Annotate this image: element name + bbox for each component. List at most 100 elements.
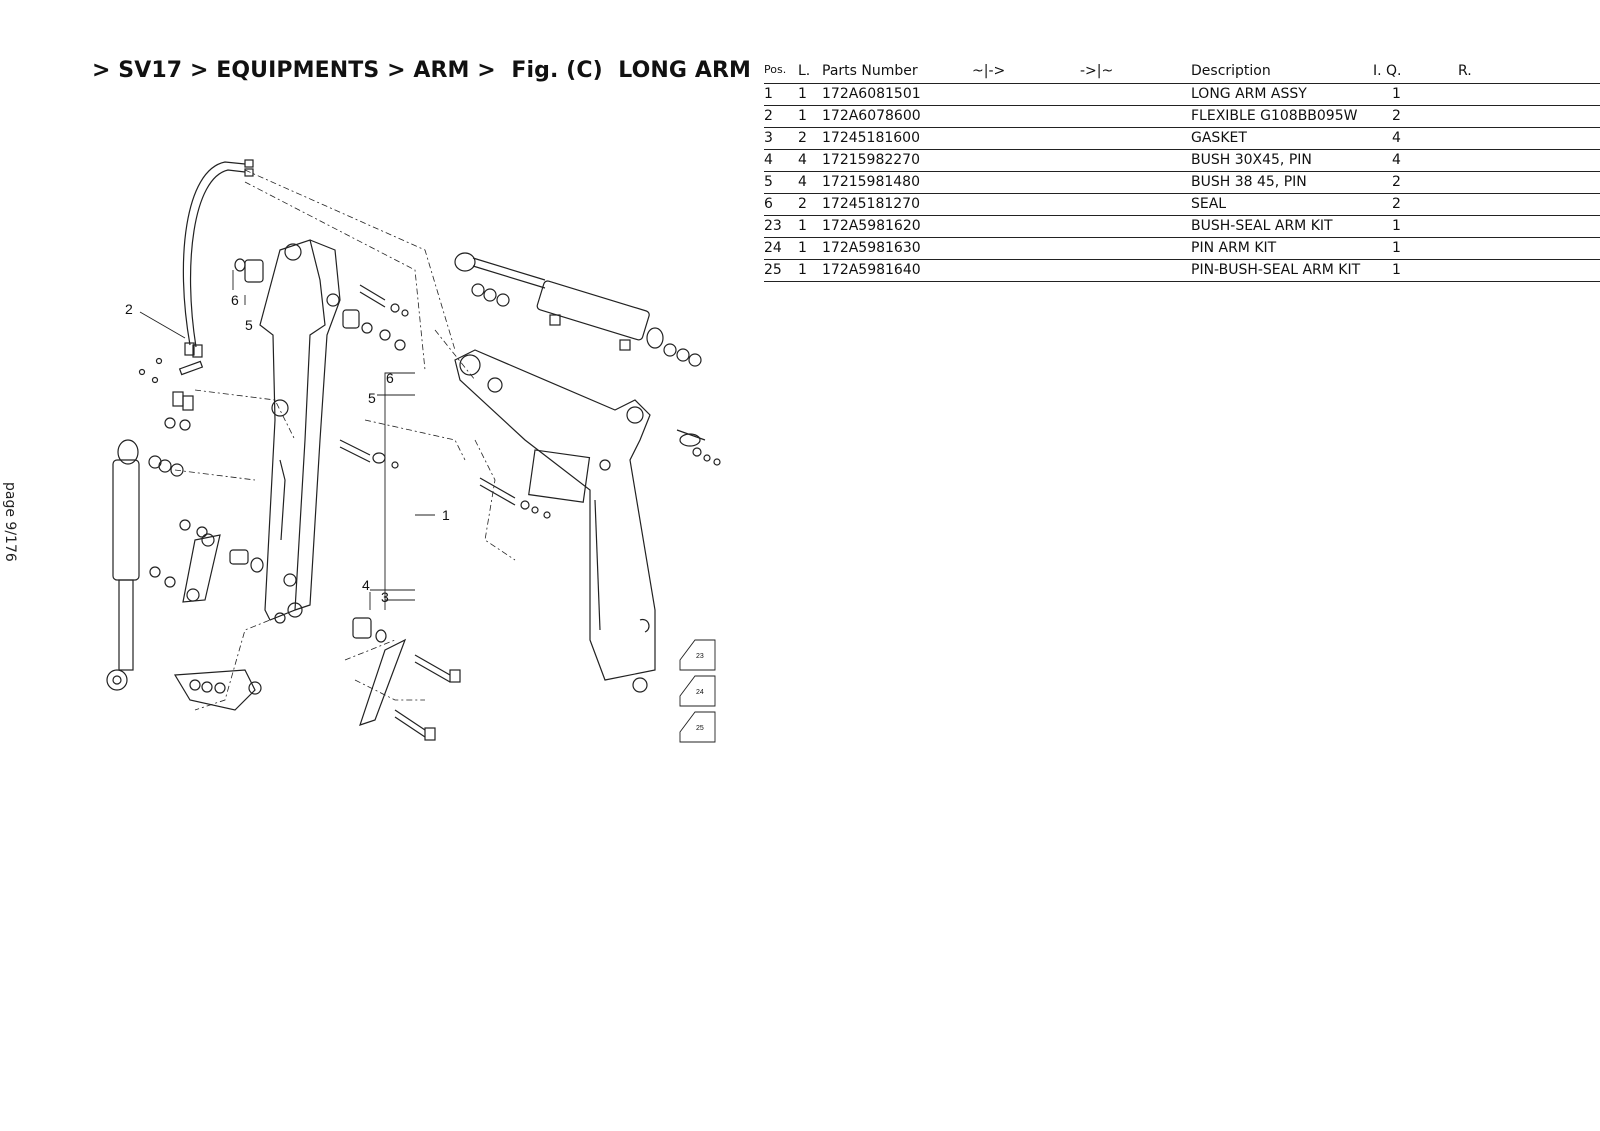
bucket-cylinder [106,439,184,691]
cell-r [1458,259,1600,282]
cell-description: BUSH-SEAL ARM KIT [1191,215,1373,238]
cell-parts-number: 17245181270 [822,193,972,216]
cell-parts-number: 172A5981640 [822,259,972,282]
cell-r [1458,83,1600,106]
cell-l: 1 [798,83,822,106]
cell-r [1458,127,1600,150]
cell-to [1080,127,1191,150]
long-arm-body [259,239,341,624]
cell-pos: 2 [764,105,798,128]
cell-parts-number: 172A6081501 [822,83,972,106]
cell-to [1080,237,1191,260]
cell-pos: 24 [764,237,798,260]
cell-pos: 4 [764,149,798,172]
cell-description: BUSH 30X45, PIN [1191,149,1373,172]
cell-l: 1 [798,259,822,282]
cell-to [1080,171,1191,194]
table-row: 25 1 172A5981640 PIN-BUSH-SEAL ARM KIT 1 [764,259,1600,282]
callout-5-upper: 5 [245,317,253,333]
callout-6-upper: 6 [231,292,239,308]
cell-l: 2 [798,193,822,216]
cell-from [972,237,1080,260]
header-r: R. [1458,60,1600,84]
callout-lines [139,270,435,610]
cell-pos: 25 [764,259,798,282]
table-row: 24 1 172A5981630 PIN ARM KIT 1 [764,237,1600,260]
table-row: 6 2 17245181270 SEAL 2 [764,193,1600,216]
assembly-leader-lines [174,169,516,711]
table-row: 23 1 172A5981620 BUSH-SEAL ARM KIT 1 [764,215,1600,238]
cell-description: FLEXIBLE G108BB095W [1191,105,1373,128]
cell-r [1458,149,1600,172]
breadcrumb-title: > SV17 > EQUIPMENTS > ARM > Fig. (C) LON… [92,58,751,83]
cell-parts-number: 17215981480 [822,171,972,194]
table-row: 5 4 17215981480 BUSH 38 45, PIN 2 [764,171,1600,194]
cell-iq: 1 [1373,215,1458,238]
cell-to [1080,149,1191,172]
parts-table: Pos. L. Parts Number ~|-> ->|~ Descripti… [764,60,1600,282]
header-l: L. [798,60,822,84]
kit-boxes: 23 24 25 [679,639,716,743]
cell-l: 2 [798,127,822,150]
cell-l: 4 [798,149,822,172]
cell-r [1458,105,1600,128]
cell-pos: 3 [764,127,798,150]
parts-table-header: Pos. L. Parts Number ~|-> ->|~ Descripti… [764,60,1600,84]
cell-r [1458,193,1600,216]
cell-to [1080,83,1191,106]
cell-description: BUSH 38 45, PIN [1191,171,1373,194]
table-row: 4 4 17215982270 BUSH 30X45, PIN 4 [764,149,1600,172]
header-description: Description [1191,60,1373,84]
boom-body [454,349,721,693]
arm-pins-and-bushes [234,258,461,741]
cell-pos: 6 [764,193,798,216]
cell-description: LONG ARM ASSY [1191,83,1373,106]
page-number: page 9/176 [2,482,18,562]
cell-from [972,193,1080,216]
header-iq: I. Q. [1373,60,1458,84]
header-pos: Pos. [764,60,798,84]
cell-from [972,171,1080,194]
cell-l: 1 [798,105,822,128]
cell-from [972,149,1080,172]
callout-5: 5 [368,390,376,406]
callout-4: 4 [362,577,370,593]
cell-description: GASKET [1191,127,1373,150]
kit-label-25: 25 [696,725,704,732]
cell-from [972,215,1080,238]
cell-iq: 4 [1373,127,1458,150]
cell-pos: 1 [764,83,798,106]
cell-r [1458,215,1600,238]
arm-cylinder [454,252,702,367]
cell-parts-number: 172A6078600 [822,105,972,128]
table-row: 2 1 172A6078600 FLEXIBLE G108BB095W 2 [764,105,1600,128]
cell-to [1080,215,1191,238]
cell-iq: 2 [1373,105,1458,128]
cell-from [972,83,1080,106]
cell-parts-number: 17215982270 [822,149,972,172]
cell-l: 4 [798,171,822,194]
link-plates [149,519,264,711]
cell-r [1458,171,1600,194]
cell-description: PIN-BUSH-SEAL ARM KIT [1191,259,1373,282]
cell-from [972,127,1080,150]
cell-iq: 4 [1373,149,1458,172]
cell-iq: 1 [1373,259,1458,282]
header-from: ~|-> [972,60,1080,84]
cell-description: PIN ARM KIT [1191,237,1373,260]
cell-iq: 1 [1373,237,1458,260]
cell-parts-number: 172A5981620 [822,215,972,238]
cell-iq: 2 [1373,193,1458,216]
callout-6: 6 [386,370,394,386]
callout-2: 2 [125,301,133,317]
callout-1: 1 [442,507,450,523]
callout-3: 3 [381,589,389,605]
cell-from [972,259,1080,282]
cell-description: SEAL [1191,193,1373,216]
flexible-hoses [182,159,254,358]
cell-pos: 5 [764,171,798,194]
kit-label-24: 24 [696,689,704,696]
hose-fittings [138,357,204,431]
cell-to [1080,105,1191,128]
cell-to [1080,259,1191,282]
